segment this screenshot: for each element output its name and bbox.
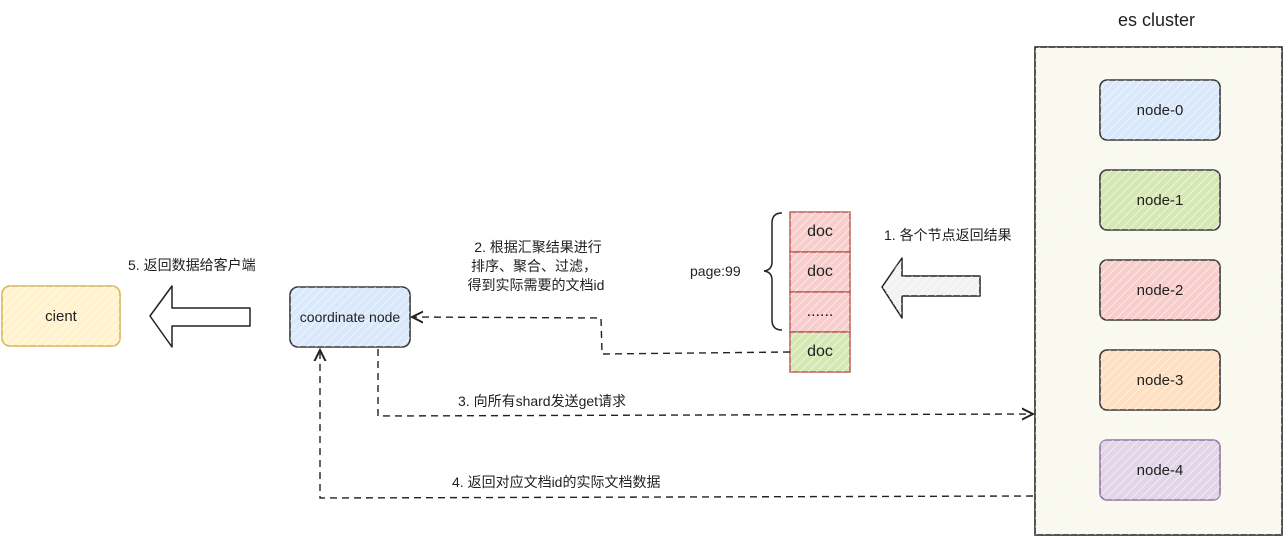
- node-label-2: node-2: [1136, 281, 1184, 299]
- block-arrow-step5: [149, 285, 251, 348]
- node-box-4: [1099, 439, 1221, 501]
- node-label-1: node-1: [1136, 191, 1184, 209]
- connector-step3-get-request: [377, 349, 1033, 416]
- page-label: page:99: [690, 263, 741, 279]
- doc-label-3: doc: [807, 343, 833, 360]
- doc-label-1: doc: [807, 263, 833, 280]
- step1-label: 1. 各个节点返回结果: [884, 227, 1012, 243]
- doc-cell-1: [789, 251, 851, 293]
- doc-cell-2: [789, 291, 851, 333]
- step2-label: 2. 根据汇聚结果进行 排序、聚合、过滤， 得到实际需要的文档id: [448, 238, 628, 295]
- node-box-2: [1099, 259, 1221, 321]
- client-box: [1, 285, 121, 347]
- node-label-0: node-0: [1136, 101, 1184, 119]
- cluster-title: es cluster: [1118, 10, 1196, 30]
- doc-cell-3: [789, 331, 851, 373]
- node-box-3: [1099, 349, 1221, 411]
- doc-label-2: ......: [806, 303, 834, 320]
- node-label-4: node-4: [1136, 461, 1184, 479]
- doc-cell-0: [789, 211, 851, 253]
- doc-label-0: doc: [807, 223, 833, 240]
- step4-label: 4. 返回对应文档id的实际文档数据: [452, 474, 661, 490]
- step2-line-3: 得到实际需要的文档id: [467, 277, 605, 293]
- connector-step4-return-docs: [320, 350, 1034, 499]
- block-arrow-step1: [881, 257, 981, 319]
- client-label: cient: [45, 307, 77, 325]
- step2-line-2: 排序、聚合、过滤，: [471, 258, 597, 274]
- coordinate-node-box: [289, 286, 411, 348]
- step2-line-1: 2. 根据汇聚结果进行: [474, 239, 602, 255]
- connector-doc-to-coordinate: [412, 317, 791, 355]
- page-brace: [763, 212, 783, 331]
- coordinate-node-label: coordinate node: [299, 309, 401, 325]
- node-box-1: [1099, 169, 1221, 231]
- step3-label: 3. 向所有shard发送get请求: [458, 393, 627, 409]
- node-box-0: [1099, 79, 1221, 141]
- step5-label: 5. 返回数据给客户端: [128, 257, 256, 273]
- node-label-3: node-3: [1136, 371, 1184, 389]
